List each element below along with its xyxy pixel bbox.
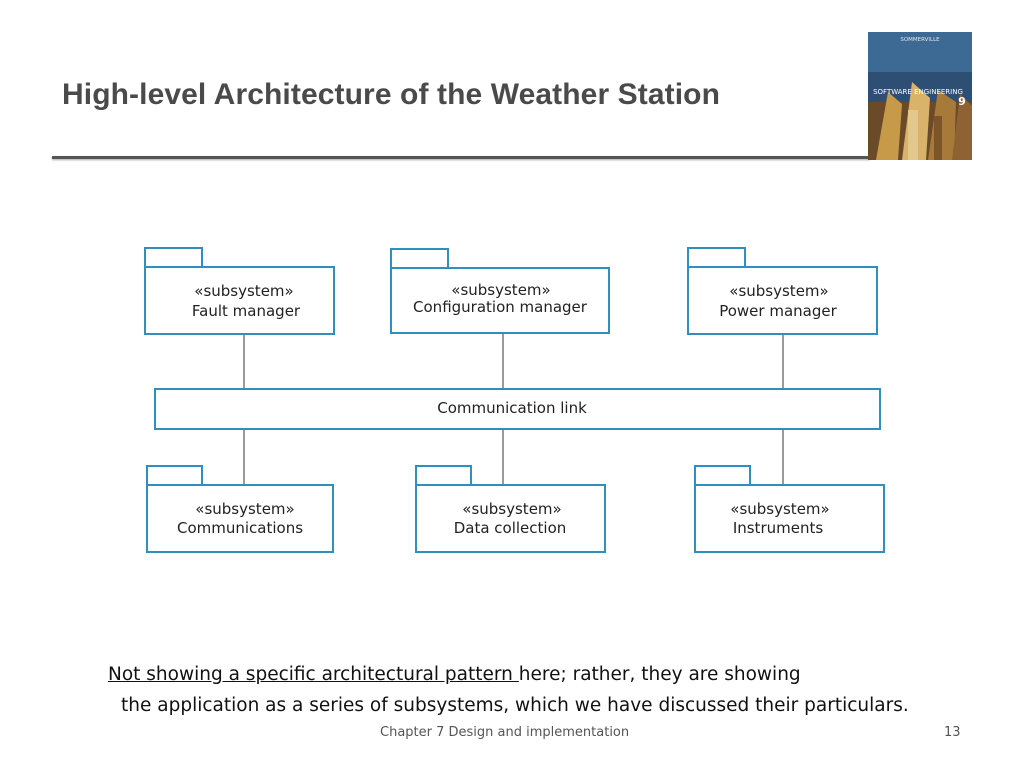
- cover-edition: 9: [958, 95, 966, 108]
- note-underlined-phrase: Not showing a specific architectural pat…: [108, 664, 519, 685]
- subsystem-stereotype: «subsystem»: [195, 500, 294, 518]
- subsystem-stereotype: «subsystem»: [730, 500, 829, 518]
- slide-title: High-level Architecture of the Weather S…: [62, 78, 721, 111]
- subsystem-name: Fault manager: [192, 302, 301, 320]
- subsystem-name: Data collection: [454, 519, 567, 537]
- subsystem-stereotype: «subsystem»: [729, 282, 828, 300]
- subsystem-name: Power manager: [719, 302, 837, 320]
- subsystem-name: Instruments: [733, 519, 824, 537]
- connector-lines: [243, 334, 784, 485]
- subsystem-configuration-manager: «subsystem» Configuration manager: [390, 248, 610, 334]
- subsystem-stereotype: «subsystem»: [451, 281, 550, 299]
- bus-label: Communication link: [437, 399, 587, 417]
- cover-publisher: SOMMERVILLE: [900, 37, 940, 43]
- communication-link-bus: Communication link: [154, 388, 881, 430]
- subsystem-stereotype: «subsystem»: [194, 282, 293, 300]
- explanatory-note: Not showing a specific architectural pat…: [108, 659, 1008, 721]
- subsystem-power-manager: «subsystem» Power manager: [687, 247, 878, 335]
- note-line-1: Not showing a specific architectural pat…: [108, 664, 801, 685]
- cover-title: SOFTWARE ENGINEERING: [873, 88, 963, 96]
- subsystem-name: Configuration manager: [413, 298, 588, 316]
- book-cover-image: SOMMERVILLE SOFTWARE ENGINEERING 9: [868, 32, 972, 160]
- subsystem-stereotype: «subsystem»: [462, 500, 561, 518]
- note-line-1-rest: here; rather, they are showing: [518, 664, 801, 685]
- note-line-2: the application as a series of subsystem…: [121, 695, 909, 716]
- title-divider: [52, 156, 870, 159]
- subsystem-data-collection: «subsystem» Data collection: [415, 465, 606, 553]
- subsystem-fault-manager: «subsystem» Fault manager: [144, 247, 335, 335]
- subsystem-communications: «subsystem» Communications: [146, 465, 334, 553]
- subsystem-instruments: «subsystem» Instruments: [694, 465, 885, 553]
- architecture-diagram: «subsystem» Fault manager «subsystem» Co…: [144, 247, 885, 553]
- subsystem-name: Communications: [177, 519, 303, 537]
- footer-chapter: Chapter 7 Design and implementation: [380, 725, 630, 740]
- page-number: 13: [944, 725, 961, 740]
